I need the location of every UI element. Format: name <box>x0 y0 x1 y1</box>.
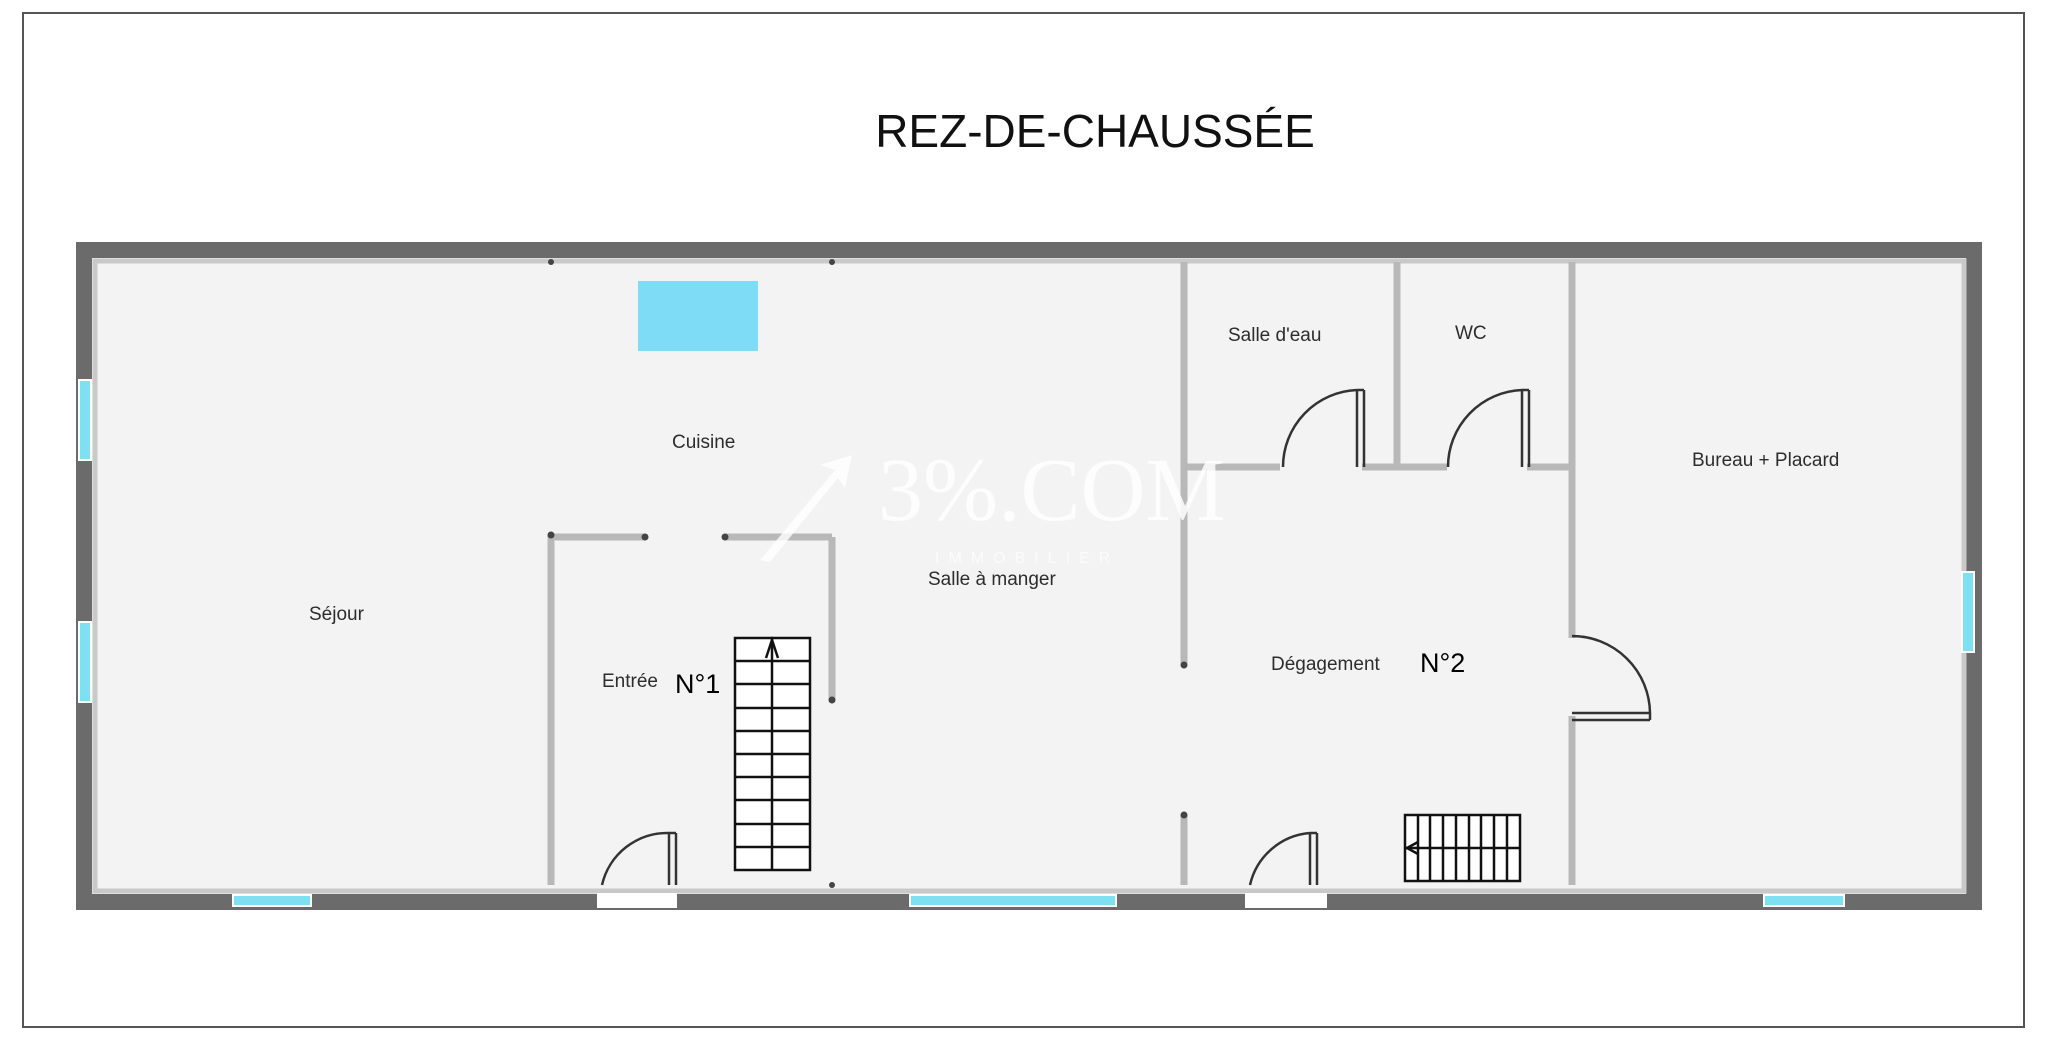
bureau-door <box>1571 634 1652 722</box>
window-right <box>1961 571 1975 653</box>
window-bottom-2 <box>909 894 1117 907</box>
room-label-entree: Entrée <box>602 671 658 692</box>
marker-n2: N°2 <box>1420 648 1465 678</box>
doors <box>600 388 1652 886</box>
window-bottom-3 <box>1763 894 1845 907</box>
wall-end-markers <box>547 259 1188 888</box>
room-label-degagement: Dégagement <box>1271 654 1381 675</box>
room-label-salle-deau: Salle d'eau <box>1228 325 1321 346</box>
plan-frame <box>22 12 2025 1028</box>
window-bottom-1 <box>232 894 312 907</box>
room-label-wc: WC <box>1455 323 1487 344</box>
watermark-arrow-icon <box>760 455 852 562</box>
wc-door <box>1446 388 1531 468</box>
floor-area <box>85 258 1965 894</box>
second-door-opening <box>1245 893 1327 908</box>
entry-door <box>600 831 678 886</box>
staircase-n1 <box>733 636 812 872</box>
room-label-bureau: Bureau + Placard <box>1692 450 1839 471</box>
watermark-tagline: IMMOBILIER <box>935 550 1119 567</box>
floor-title: REZ-DE-CHAUSSÉE <box>875 105 1315 157</box>
room-label-cuisine: Cuisine <box>672 432 735 453</box>
kitchen-sink <box>638 281 758 351</box>
watermark-logo: 3%.COM IMMOBILIER <box>760 441 1226 567</box>
windows <box>78 379 1975 907</box>
staircase-n2 <box>1403 813 1522 883</box>
window-left-upper <box>78 379 92 461</box>
salle-deau-door <box>1281 388 1366 468</box>
room-label-sejour: Séjour <box>309 604 365 625</box>
marker-n1: N°1 <box>675 669 720 699</box>
watermark-brand: 3%.COM <box>878 441 1226 540</box>
second-entry-door <box>1248 831 1319 886</box>
interior-walls <box>547 262 1576 885</box>
room-label-salle-a-manger: Salle à manger <box>928 569 1056 590</box>
entry-door-opening <box>597 893 677 908</box>
window-left-lower <box>78 621 92 703</box>
